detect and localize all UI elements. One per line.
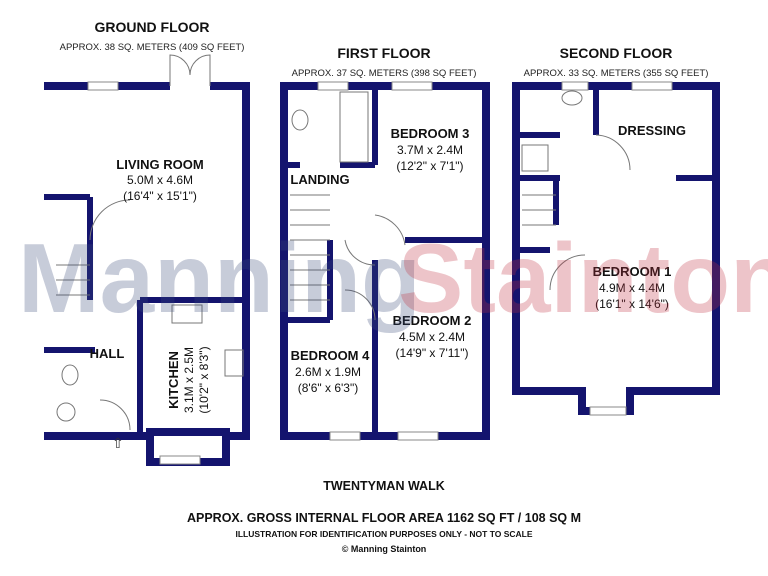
second-floor-area: APPROX. 33 SQ. METERS (355 SQ FEET) [524, 68, 709, 79]
living-room-imperial: (16'4" x 15'1") [123, 189, 197, 203]
kitchen-metric: 3.1M x 2.5M [182, 347, 196, 413]
entrance-arrow-icon: ⇧ [112, 435, 124, 451]
bedroom-2-imperial: (14'9" x 7'11") [396, 346, 469, 360]
bedroom-4-imperial: (8'6" x 6'3") [298, 381, 358, 395]
address: TWENTYMAN WALK [323, 479, 445, 493]
second-floor-plan: DRESSING BEDROOM 1 4.9M x 4.4M (16'1" x … [512, 81, 720, 416]
disclaimer: ILLUSTRATION FOR IDENTIFICATION PURPOSES… [235, 529, 532, 539]
bedroom-3-imperial: (12'2" x 7'1") [396, 159, 463, 173]
living-room-name: LIVING ROOM [116, 157, 203, 172]
second-floor-title: SECOND FLOOR [560, 45, 673, 61]
first-floor-area: APPROX. 37 SQ. METERS (398 SQ FEET) [292, 68, 477, 79]
first-floor-title: FIRST FLOOR [337, 45, 430, 61]
bedroom-1-imperial: (16'1" x 14'6") [595, 297, 669, 311]
ground-floor-plan: LIVING ROOM 5.0M x 4.6M (16'4" x 15'1") … [44, 54, 250, 466]
dressing-name: DRESSING [618, 123, 686, 138]
bedroom-4-name: BEDROOM 4 [291, 348, 371, 363]
gross-area: APPROX. GROSS INTERNAL FLOOR AREA 1162 S… [187, 511, 581, 525]
bedroom-1-name: BEDROOM 1 [593, 264, 672, 279]
bedroom-4-metric: 2.6M x 1.9M [295, 365, 361, 379]
kitchen-name: KITCHEN [166, 351, 181, 409]
watermark-stainton: Stainton [398, 223, 768, 333]
landing-name: LANDING [290, 172, 349, 187]
ground-floor-area: APPROX. 38 SQ. METERS (409 SQ FEET) [60, 42, 245, 53]
bedroom-3-name: BEDROOM 3 [391, 126, 470, 141]
bedroom-1-metric: 4.9M x 4.4M [599, 281, 665, 295]
bedroom-2-name: BEDROOM 2 [393, 313, 472, 328]
bedroom-2-metric: 4.5M x 2.4M [399, 330, 465, 344]
living-room-metric: 5.0M x 4.6M [127, 173, 193, 187]
bedroom-3-metric: 3.7M x 2.4M [397, 143, 463, 157]
first-floor-plan: BEDROOM 3 3.7M x 2.4M (12'2" x 7'1") LAN… [280, 81, 490, 441]
watermark-manning: Manning [18, 223, 421, 333]
kitchen-imperial: (10'2" x 8'3") [197, 346, 211, 413]
copyright: © Manning Stainton [342, 544, 427, 554]
ground-floor-title: GROUND FLOOR [94, 19, 209, 35]
hall-name: HALL [90, 346, 125, 361]
